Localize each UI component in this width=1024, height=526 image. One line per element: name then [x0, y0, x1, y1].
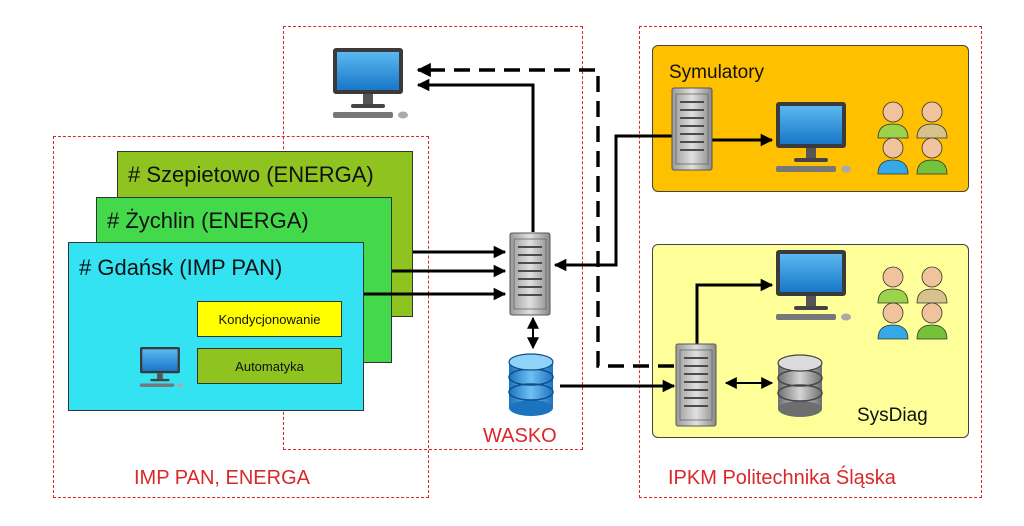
region-ipkm-label: IPKM Politechnika Śląska: [668, 467, 896, 489]
sysdiag-users-icon: [877, 266, 948, 340]
sysdiag-title: SysDiag: [857, 405, 928, 426]
simulators-title: Symulatory: [669, 62, 765, 83]
sysdiag-server-icon: [675, 343, 717, 427]
site-gdansk: # Gdańsk (IMP PAN) Kondycjonowanie Autom…: [68, 242, 364, 411]
region-imp-energa: [53, 136, 429, 498]
gdansk-monitor-icon: [140, 347, 183, 388]
top-monitor-icon: [333, 48, 408, 119]
simulators-users-icon: [877, 101, 948, 175]
simulators-server-icon: [671, 87, 713, 171]
sysdiag-database-icon: [777, 354, 823, 418]
site-zychlin-title: # Żychlin (ENERGA): [107, 208, 309, 233]
region-ipkm: [639, 26, 982, 498]
sysdiag-monitor-icon: [776, 250, 851, 321]
automation-module: Automatyka: [197, 348, 342, 384]
wasko-database-icon: [508, 353, 554, 417]
conditioning-module: Kondycjonowanie: [197, 301, 342, 337]
simulators-monitor-icon: [776, 102, 851, 173]
region-imp-energa-label: IMP PAN, ENERGA: [134, 467, 310, 489]
wasko-server-icon: [509, 232, 551, 316]
site-szepietowo-title: # Szepietowo (ENERGA): [128, 162, 374, 187]
site-gdansk-title: # Gdańsk (IMP PAN): [79, 255, 283, 280]
region-wasko-label: WASKO: [483, 425, 557, 447]
